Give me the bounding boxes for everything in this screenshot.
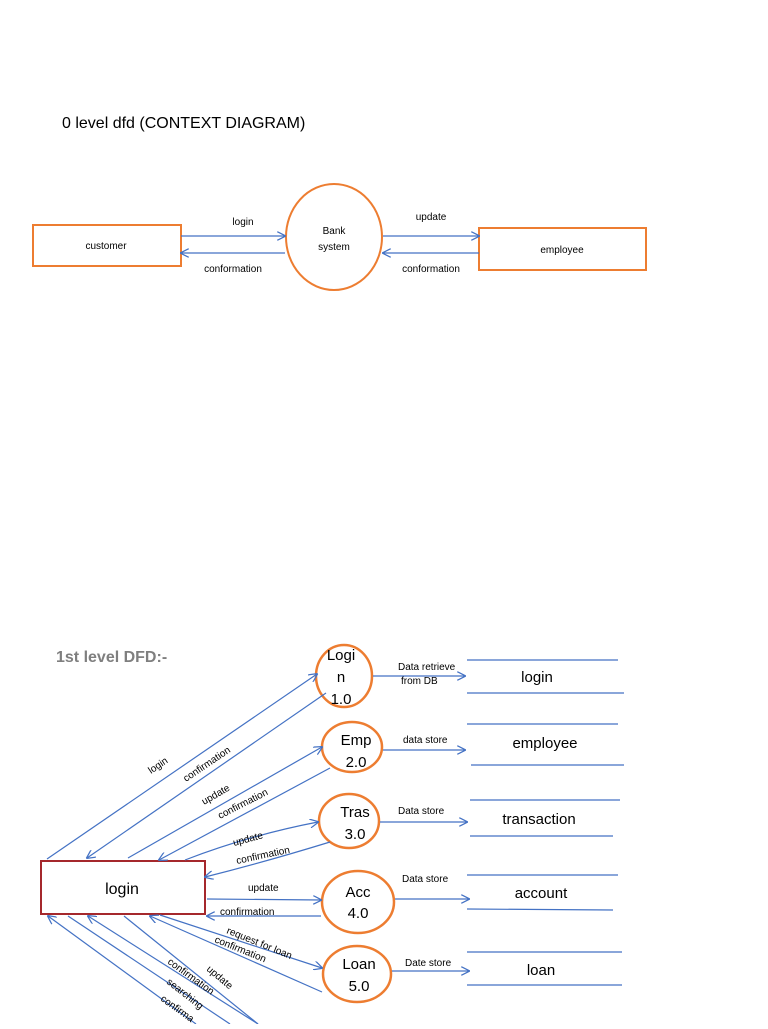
employee-entity-box xyxy=(478,227,647,271)
customer-entity-label: customer xyxy=(85,241,127,252)
process-1-label-line2: n xyxy=(337,669,345,686)
process-5-label-line2: 5.0 xyxy=(349,978,370,995)
store-transaction-label: transaction xyxy=(502,811,575,828)
login-entity-box xyxy=(40,860,206,915)
process-2-label-line1: Emp xyxy=(341,732,372,749)
bank-system-process xyxy=(285,183,383,291)
flow-label-confirmation-3: confirmation xyxy=(235,845,291,867)
arrow-login-to-p1 xyxy=(46,674,317,860)
store-loan-label: loan xyxy=(527,962,555,979)
process-1-label-line3: 1.0 xyxy=(331,691,352,708)
arrow-login-to-p4 xyxy=(206,899,321,900)
flow-label-conformation-right: conformation xyxy=(402,264,460,275)
arrow-login-lower-3 xyxy=(67,915,231,1025)
process-4-label-line1: Acc xyxy=(345,884,371,901)
process-4-label-line2: 4.0 xyxy=(348,905,369,922)
flow-label-login: login xyxy=(147,756,171,777)
process-2-label-line2: 2.0 xyxy=(346,754,367,771)
bank-system-label-line2: system xyxy=(318,242,350,253)
arrow-p2-to-login xyxy=(159,767,331,860)
arrow-p5-to-login xyxy=(150,916,323,993)
flow-label-confirmation-1: confirmation xyxy=(182,745,233,785)
level1-dfd-title: 1st level DFD:- xyxy=(56,649,167,666)
arrow-p3-to-login xyxy=(205,841,331,877)
flow-p4-store-label: Data store xyxy=(402,874,449,885)
flow-label-update-2: update xyxy=(200,783,232,808)
store-account-label: account xyxy=(515,885,568,902)
arrow-login-lower-2 xyxy=(48,916,197,1025)
store-employee-label: employee xyxy=(512,735,577,752)
flow-label-update: update xyxy=(416,212,447,223)
arrow-login-to-p2 xyxy=(127,747,322,859)
process-acc-4 xyxy=(320,869,396,935)
flow-label-confirmation-4: confirmation xyxy=(220,907,274,918)
arrow-login-to-p5 xyxy=(159,914,322,968)
arrow-p1-to-login xyxy=(87,692,327,858)
employee-entity-label: employee xyxy=(540,245,584,256)
process-1-label-line1: Logi xyxy=(327,647,355,664)
arrow-login-to-p3 xyxy=(184,822,318,861)
customer-entity-box xyxy=(32,224,182,267)
flow-label-update-4: update xyxy=(248,883,279,894)
arrow-login-lower-1 xyxy=(123,915,259,1025)
arrow-lower-to-login-1 xyxy=(88,916,259,1025)
flow-label-conformation-left: conformation xyxy=(204,264,262,275)
bank-system-label-line1: Bank xyxy=(323,226,347,237)
process-3-label-line2: 3.0 xyxy=(345,826,366,843)
flow-p2-store-label: data store xyxy=(403,735,448,746)
process-3-label-line1: Tras xyxy=(340,804,369,821)
flow-p3-store-label: Data store xyxy=(398,806,445,817)
login-entity-label: login xyxy=(105,881,139,898)
store-login-label: login xyxy=(521,669,553,686)
flow-p1-store-line2: from DB xyxy=(401,676,438,687)
flow-label-login: login xyxy=(232,217,253,228)
store-account-bottom-line xyxy=(466,908,614,911)
process-loan-5 xyxy=(321,944,393,1004)
flow-label-update-3: update xyxy=(232,830,265,849)
process-5-label-line1: Loan xyxy=(342,956,375,973)
flow-p5-store-label: Date store xyxy=(405,958,452,969)
flow-p1-store-line1: Data retrieve xyxy=(398,662,456,673)
context-diagram-title: 0 level dfd (CONTEXT DIAGRAM) xyxy=(62,115,305,132)
